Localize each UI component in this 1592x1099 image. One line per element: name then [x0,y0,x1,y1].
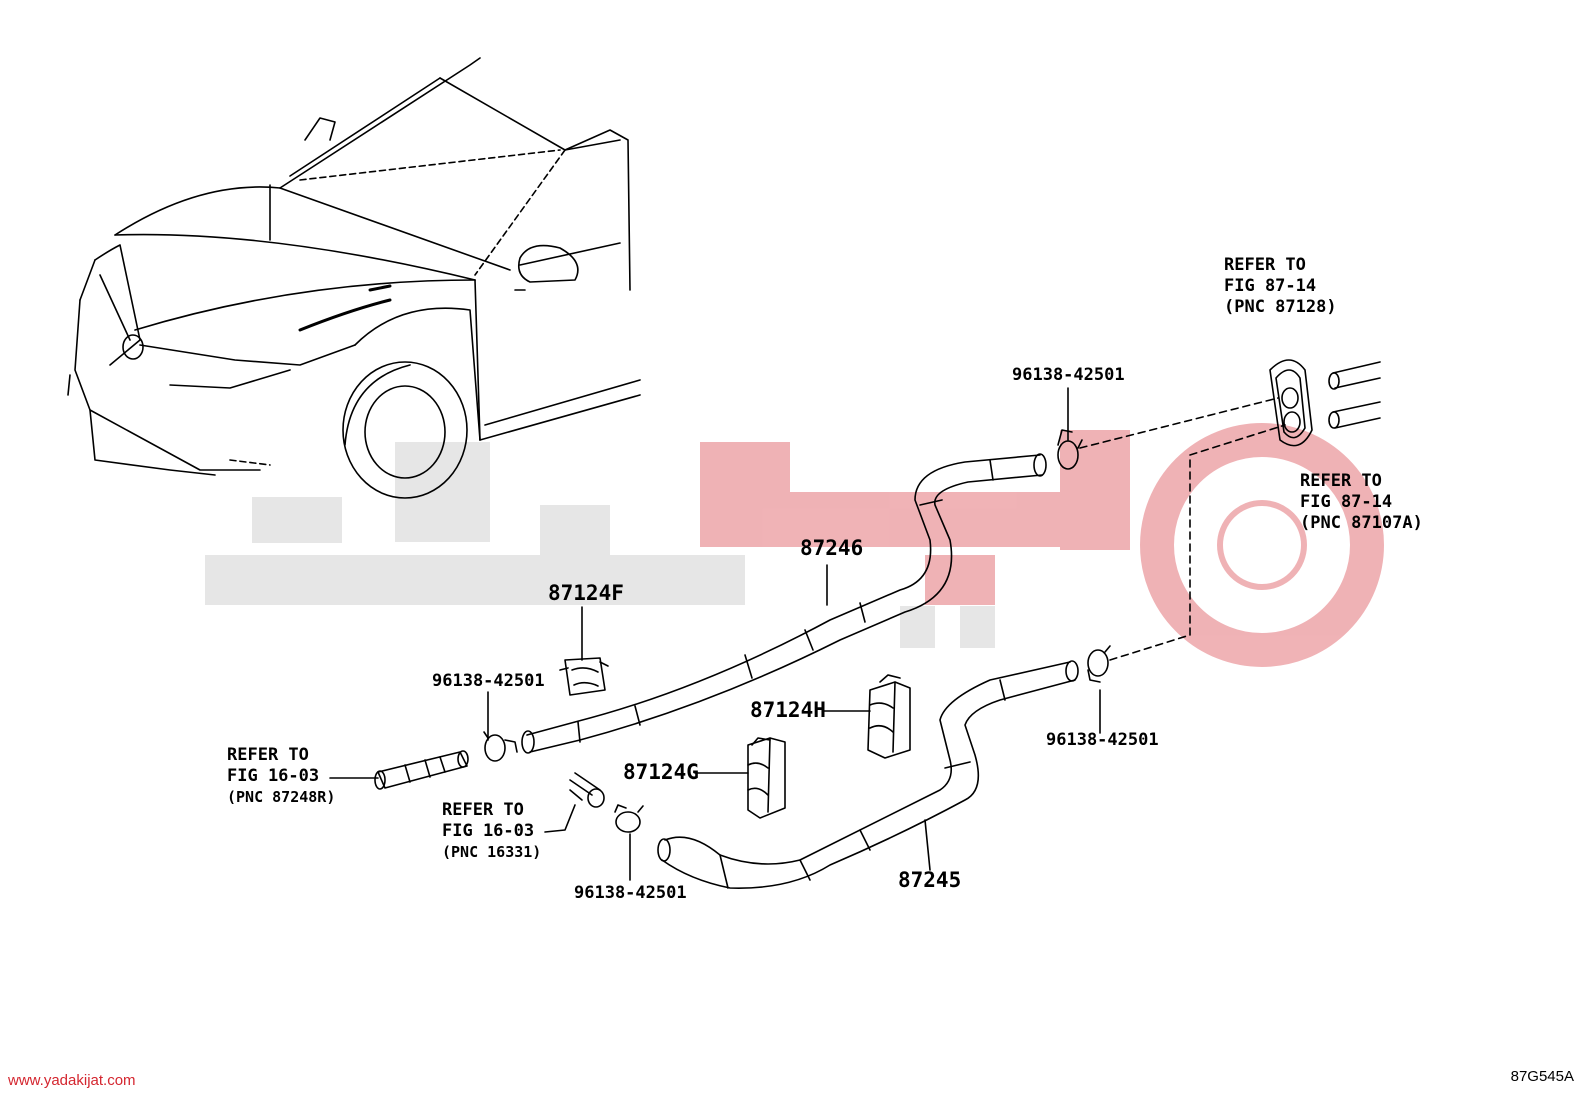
dashed-guides [1079,397,1286,661]
label-96138-42501-top[interactable]: 96138-42501 [1012,365,1125,385]
hose-87246-shape [521,453,1047,754]
reference-line: (PNC 87248R) [227,788,336,806]
hose-87245-shape [657,660,1079,889]
clip-left-shape [483,731,518,762]
reference-line: FIG 16-03 [442,821,535,841]
label-87245[interactable]: 87245 [898,868,962,892]
clip-right-shape [1087,645,1111,683]
heater-pipes-shape [1328,361,1381,429]
reference-line: FIG 87-14 [1224,276,1317,296]
figure-code: 87G545A [1510,1068,1574,1085]
reference-line: REFER TO [442,800,524,820]
reference-line: REFER TO [1300,471,1382,491]
reference-line: (PNC 16331) [442,843,542,861]
reference-line: (PNC 87128) [1224,297,1337,317]
reference-line: FIG 87-14 [1300,492,1393,512]
clamp-87124h-shape [867,674,911,759]
reference-line: FIG 16-03 [227,766,320,786]
label-96138-42501-bottom[interactable]: 96138-42501 [574,883,687,903]
clamp-87124g-shape [747,737,786,819]
label-96138-42501-right[interactable]: 96138-42501 [1046,730,1159,750]
reference-heater-pipe[interactable]: REFER TO FIG 87-14 (PNC 87107A) [1300,471,1423,534]
clamp-87124f-shape [559,657,609,696]
reference-line: (PNC 87107A) [1300,513,1423,533]
clip-bottom-shape [614,804,644,833]
label-96138-42501-left[interactable]: 96138-42501 [432,671,545,691]
reference-grommet[interactable]: REFER TO FIG 87-14 (PNC 87128) [1224,255,1337,318]
reference-line: REFER TO [227,745,309,765]
reference-line: REFER TO [1224,255,1306,275]
leader-lines [329,387,1101,881]
clip-top-shape [1057,429,1083,470]
label-87124h[interactable]: 87124H [750,698,826,722]
label-87124g[interactable]: 87124G [623,760,699,784]
watermark-url: www.yadakijat.com [8,1072,136,1089]
reference-joint-engine[interactable]: REFER TO FIG 16-03 (PNC 16331) [442,800,541,863]
car-front-illustration [67,57,641,499]
engine-pipe-shape [569,772,605,808]
reference-joint-left[interactable]: REFER TO FIG 16-03 (PNC 87248R) [227,745,335,808]
label-87124f[interactable]: 87124F [548,581,624,605]
label-87246[interactable]: 87246 [800,536,864,560]
grommet-shape [1269,359,1313,447]
joint-left-shape [374,750,469,790]
